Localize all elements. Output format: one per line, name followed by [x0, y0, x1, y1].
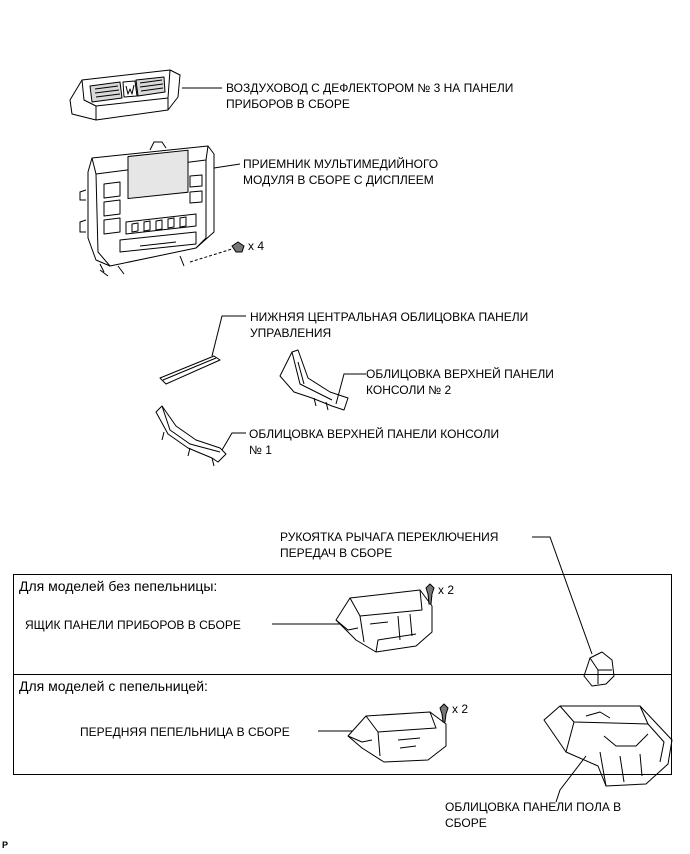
floor-panel-label-line-2: СБОРЕ	[445, 816, 487, 830]
upper-console-2-drawing	[279, 349, 349, 411]
vent-label-line-1: ВОЗДУХОВОД С ДЕФЛЕКТОРОМ № 3 НА ПАНЕЛИ	[226, 81, 514, 95]
upper-console-1-drawing	[155, 405, 227, 467]
vent-drawing	[69, 69, 181, 121]
variant-title-without-ashtray: Для моделей без пепельницы:	[19, 578, 218, 594]
ashtray-screw-drawing	[439, 703, 449, 723]
instrument-box-drawing	[335, 589, 433, 653]
lower-center-trim-drawing	[159, 347, 221, 385]
receiver-label-line-1: ПРИЕМНИК МУЛЬТИМЕДИЙНОГО	[243, 157, 439, 171]
lower-center-trim-label-line-2: УПРАВЛЕНИЯ	[250, 326, 332, 340]
ashtray-drawing	[347, 711, 447, 763]
shift-knob-label: РУКОЯТКА РЫЧАГА ПЕРЕКЛЮЧЕНИЯ ПЕРЕДАЧ В С…	[280, 529, 498, 561]
floor-panel-label-line-1: ОБЛИЦОВКА ПАНЕЛИ ПОЛА В	[445, 800, 622, 814]
receiver-screw-count: x 4	[248, 239, 265, 253]
lower-center-trim-label-line-1: НИЖНЯЯ ЦЕНТРАЛЬНАЯ ОБЛИЦОВКА ПАНЕЛИ	[250, 310, 529, 324]
receiver-drawing	[79, 141, 215, 277]
shift-knob-label-line-2: ПЕРЕДАЧ В СБОРЕ	[280, 546, 393, 560]
vent-label-line-2: ПРИБОРОВ В СБОРЕ	[226, 97, 350, 111]
shift-knob-label-line-1: РУКОЯТКА РЫЧАГА ПЕРЕКЛЮЧЕНИЯ	[280, 530, 499, 544]
leader-upper-console-2	[335, 373, 366, 405]
box-screw-drawing	[425, 583, 435, 605]
upper-console-2-label-line-1: ОБЛИЦОВКА ВЕРХНЕЙ ПАНЕЛИ	[366, 367, 554, 381]
leader-upper-console-1	[221, 432, 246, 451]
leader-lower-center	[213, 315, 246, 349]
upper-console-1-label-line-1: ОБЛИЦОВКА ВЕРХНЕЙ ПАНЕЛИ КОНСОЛИ	[249, 427, 500, 441]
lower-center-trim-label: НИЖНЯЯ ЦЕНТРАЛЬНАЯ ОБЛИЦОВКА ПАНЕЛИ УПРА…	[250, 309, 528, 341]
upper-console-2-label: ОБЛИЦОВКА ВЕРХНЕЙ ПАНЕЛИ КОНСОЛИ № 2	[366, 366, 554, 398]
vent-label: ВОЗДУХОВОД С ДЕФЛЕКТОРОМ № 3 НА ПАНЕЛИ П…	[226, 80, 513, 112]
leader-floor-panel	[555, 755, 587, 803]
receiver-label-line-2: МОДУЛЯ В СБОРЕ С ДИСПЛЕЕМ	[243, 173, 434, 187]
receiver-label: ПРИЕМНИК МУЛЬТИМЕДИЙНОГО МОДУЛЯ В СБОРЕ …	[243, 156, 438, 188]
box-screw-count: x 2	[438, 583, 455, 597]
receiver-screw-drawing	[189, 241, 245, 263]
variant-box-with-ashtray: Для моделей с пепельницей:	[13, 674, 672, 775]
floor-panel-label: ОБЛИЦОВКА ПАНЕЛИ ПОЛА В СБОРЕ	[445, 799, 621, 831]
leader-shift-knob	[532, 536, 593, 655]
upper-console-1-label-line-2: № 1	[249, 443, 272, 457]
leader-receiver	[213, 163, 241, 169]
upper-console-2-label-line-2: КОНСОЛИ № 2	[366, 383, 452, 397]
ashtray-screw-count: x 2	[452, 702, 469, 716]
variant-title-with-ashtray: Для моделей с пепельницей:	[19, 678, 208, 694]
upper-console-1-label: ОБЛИЦОВКА ВЕРХНЕЙ ПАНЕЛИ КОНСОЛИ № 1	[249, 426, 499, 458]
instrument-box-label: ЯЩИК ПАНЕЛИ ПРИБОРОВ В СБОРЕ	[25, 618, 241, 632]
ashtray-label: ПЕРЕДНЯЯ ПЕПЕЛЬНИЦА В СБОРЕ	[80, 725, 290, 739]
shift-knob-drawing	[583, 651, 615, 687]
figure-code: P	[2, 840, 9, 850]
